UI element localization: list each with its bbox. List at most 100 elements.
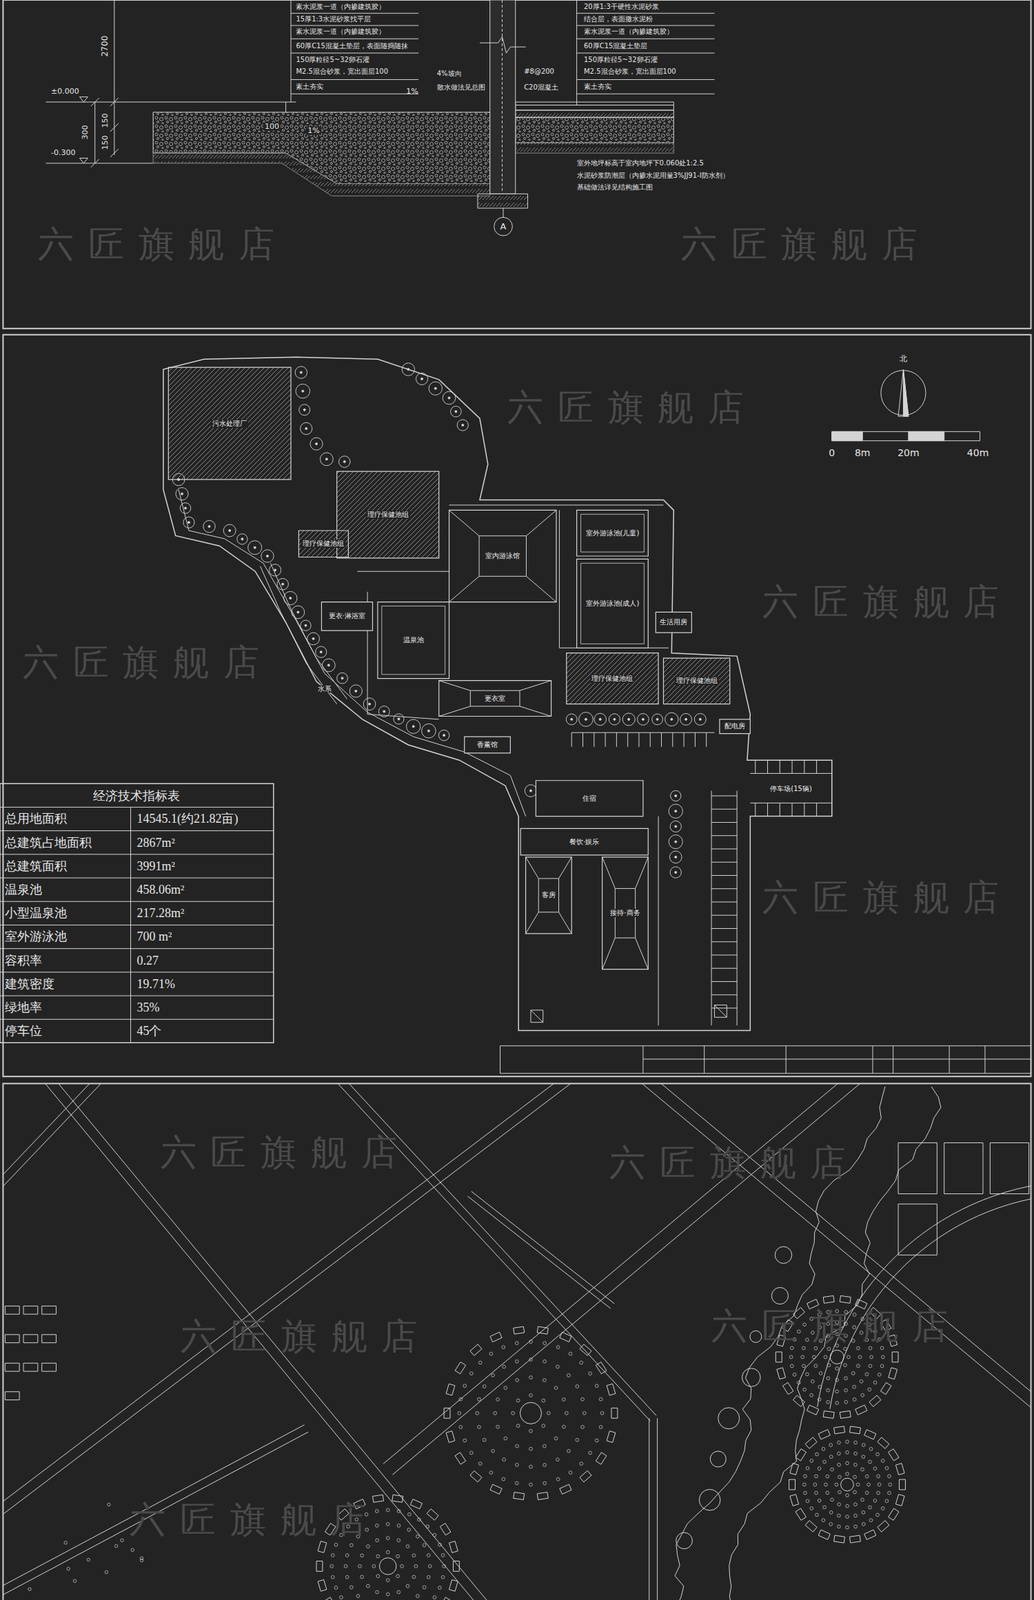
tree-dot	[873, 1499, 877, 1503]
road-edge	[656, 1418, 658, 1600]
parking-stall	[711, 994, 737, 996]
zone-outline	[321, 602, 373, 631]
tree-dot	[868, 1346, 873, 1351]
table-cell: 0.27	[136, 953, 159, 968]
title-block	[500, 1046, 1032, 1074]
tree-dot	[856, 1483, 860, 1487]
scale-segment	[908, 431, 945, 441]
tree-dot	[575, 1438, 580, 1443]
parking-stall	[711, 862, 737, 864]
tree-center	[305, 427, 308, 430]
tree-dot	[868, 1460, 873, 1465]
tree-dot	[845, 1526, 850, 1530]
tree-center	[341, 677, 344, 680]
tree-center	[656, 718, 659, 721]
roof-ridge	[470, 690, 520, 707]
tree-dot	[581, 1426, 585, 1430]
parking-stall	[767, 803, 768, 817]
tree-symbol	[319, 452, 333, 466]
zone-outline	[298, 530, 349, 558]
house-block	[410, 1499, 422, 1510]
parking-stall	[779, 760, 781, 774]
tree-dot	[827, 1347, 831, 1352]
concrete-layer	[515, 110, 675, 118]
spa-pool-zone: 理疗保健池组	[663, 658, 730, 705]
tree-dot	[542, 1444, 546, 1449]
parking-stall	[779, 803, 781, 817]
parking-stall	[582, 732, 584, 748]
house-block	[449, 1542, 459, 1554]
tree-dot	[843, 1347, 848, 1352]
parking-stall	[711, 809, 737, 810]
zone-label: 配电房	[723, 722, 747, 731]
tree-dot	[86, 1558, 90, 1562]
lodging-building: 住宿	[535, 781, 643, 817]
tree-dot	[529, 1429, 533, 1434]
zone-outline	[576, 559, 649, 648]
tree-symbol	[223, 524, 236, 537]
tree-dot	[375, 1590, 380, 1595]
house-block	[595, 1362, 606, 1375]
table-cell: 2867m²	[136, 835, 175, 850]
zone-outline	[337, 471, 440, 559]
tree-symbol	[339, 456, 351, 468]
tree-dot	[397, 1510, 401, 1514]
house-block	[559, 1332, 572, 1343]
tree-symbol	[670, 867, 682, 879]
tree-dot	[865, 1373, 869, 1377]
tree-symbol	[277, 578, 289, 590]
tree-symbol	[363, 698, 376, 711]
tree-center	[187, 521, 190, 524]
road-edge	[42, 1084, 486, 1600]
dimension: 2700	[100, 35, 111, 57]
house-block	[317, 1580, 327, 1593]
scale-label: 40m	[967, 447, 989, 459]
parking-stall	[711, 875, 737, 877]
tree-dot	[515, 1379, 520, 1383]
tree-dot	[877, 1373, 881, 1378]
road-edge	[648, 1418, 650, 1600]
house-block	[849, 1535, 861, 1544]
parking-stall	[650, 732, 651, 748]
house-block	[470, 1471, 482, 1483]
parking-stall	[711, 795, 737, 797]
tree-dot	[412, 1575, 416, 1580]
tree-dot	[345, 1575, 349, 1580]
table-cell: 绿地率	[4, 1000, 43, 1016]
tree-dot	[491, 1449, 495, 1454]
road-edge	[2, 1084, 99, 1182]
parking-edge	[736, 791, 738, 1027]
scale-segment	[832, 431, 863, 441]
tree-dot	[463, 1384, 467, 1389]
tree-dot	[885, 1466, 889, 1471]
leader-separator	[290, 25, 419, 27]
tree-dot	[564, 1411, 569, 1416]
house-block	[445, 1431, 455, 1444]
house-block	[392, 1495, 404, 1503]
tree-dot	[837, 1441, 841, 1445]
tree-dot	[567, 1449, 571, 1454]
tree-dot	[877, 1483, 881, 1487]
parking-stall	[711, 954, 737, 956]
house-block	[445, 1384, 455, 1396]
tree-symbol	[261, 550, 274, 563]
zone-label: 接待·商务	[608, 909, 642, 918]
tree-dot	[860, 1468, 865, 1472]
site-boundary	[163, 357, 833, 1031]
stream-bank	[260, 566, 338, 705]
dimension-tick	[110, 123, 119, 132]
island-symbol	[718, 1408, 740, 1430]
tree-dot	[876, 1513, 880, 1518]
tree-center	[343, 461, 346, 464]
tree-dot	[529, 1483, 533, 1487]
dimension: 150	[100, 135, 110, 151]
leader-separator	[290, 52, 419, 54]
tree-dot	[542, 1379, 546, 1383]
roof-hip	[449, 510, 480, 536]
zone-label: 餐饮·娱乐	[568, 838, 601, 847]
tree-dot	[358, 1565, 362, 1569]
house-block	[877, 1521, 890, 1533]
tree-dot	[422, 1586, 427, 1590]
tree-dot	[554, 1386, 558, 1391]
tree-dot	[825, 1491, 830, 1496]
